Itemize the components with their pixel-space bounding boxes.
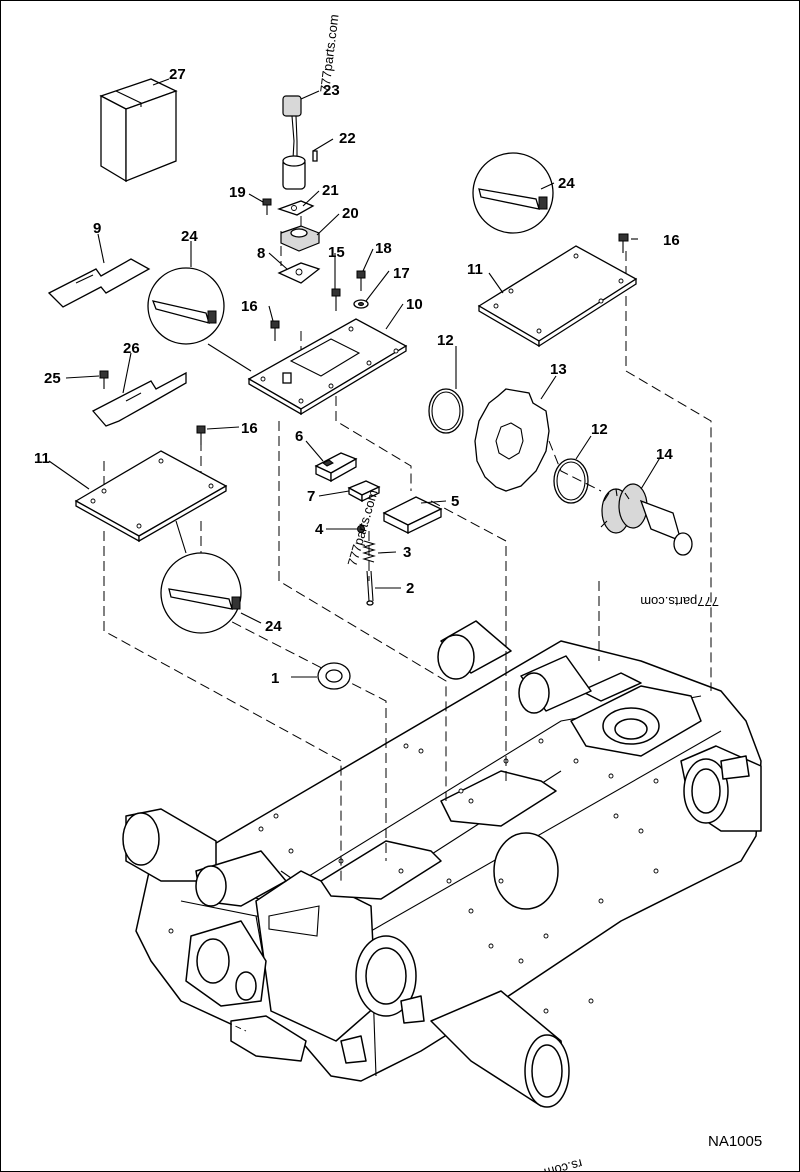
watermark: rs.com <box>543 1156 585 1172</box>
callout-1: 1 <box>271 670 279 687</box>
part-24-sealant-bottom <box>160 552 242 634</box>
callout-24: 24 <box>265 618 282 635</box>
figure-code: NA1005 <box>708 1133 762 1150</box>
callout-11: 11 <box>467 261 483 278</box>
part-10-cover-plate <box>247 318 408 416</box>
part-3-spring <box>362 540 376 563</box>
part-13-brake-disc <box>474 388 550 492</box>
callout-18: 18 <box>375 240 392 257</box>
part-12-snap-ring-right <box>553 458 589 504</box>
callout-11: 11 <box>34 450 50 467</box>
part-18-bolt <box>356 270 366 291</box>
callout-7: 7 <box>307 488 315 505</box>
part-2-pin <box>366 570 374 606</box>
callout-16: 16 <box>663 232 680 249</box>
callout-27: 27 <box>169 66 186 83</box>
callout-24: 24 <box>558 175 575 192</box>
part-24-sealant-left <box>147 267 225 345</box>
callout-5: 5 <box>451 493 459 510</box>
part-26-plate <box>91 371 187 427</box>
part-23-sensor-connector <box>282 95 302 160</box>
callout-15: 15 <box>328 244 345 261</box>
callout-2: 2 <box>406 580 414 597</box>
callout-labels: 27 23 22 19 21 20 8 15 18 17 16 10 9 24 … <box>34 66 680 687</box>
part-16-bolt-right <box>618 233 629 253</box>
part-5-block <box>382 496 443 535</box>
part-11-left-cover-plate <box>74 450 228 543</box>
callout-9: 9 <box>93 220 101 237</box>
part-19-bolt <box>262 198 272 215</box>
callout-12: 12 <box>591 421 608 438</box>
part-4-ball <box>357 525 365 533</box>
callout-20: 20 <box>342 205 359 222</box>
part-16-bolt-center <box>270 320 280 341</box>
callout-14: 14 <box>656 446 673 463</box>
callout-4: 4 <box>315 521 324 538</box>
callout-3: 3 <box>403 544 411 561</box>
part-25-bolt <box>99 370 109 389</box>
callout-6: 6 <box>295 428 303 445</box>
callout-22: 22 <box>339 130 356 147</box>
part-8-gasket <box>277 262 321 284</box>
part-11-right-cover-plate <box>477 245 638 348</box>
part-20-adapter <box>280 225 320 252</box>
callout-23: 23 <box>323 82 340 99</box>
part-21-gasket <box>277 200 315 216</box>
part-6-block <box>314 452 358 483</box>
callout-19: 19 <box>229 184 246 201</box>
part-14-sprocket-shaft <box>600 483 693 556</box>
part-22-sensor <box>282 150 318 190</box>
callout-16: 16 <box>241 298 258 315</box>
callout-25: 25 <box>44 370 61 387</box>
callout-8: 8 <box>257 245 265 262</box>
callout-24: 24 <box>181 228 198 245</box>
part-24-sealant-right <box>472 152 554 234</box>
callout-16: 16 <box>241 420 258 437</box>
watermark: 777parts.com <box>640 594 719 609</box>
callout-17: 17 <box>393 265 410 282</box>
part-7-block <box>347 480 381 503</box>
frame-holes <box>168 738 659 1014</box>
part-15-bolt <box>331 288 341 311</box>
callout-12: 12 <box>437 332 454 349</box>
part-1-seal <box>317 662 351 690</box>
part-27-box <box>99 78 178 183</box>
callout-13: 13 <box>550 361 567 378</box>
callout-21: 21 <box>322 182 339 199</box>
part-16-bolt-left <box>196 425 206 445</box>
part-17-washer <box>353 299 369 309</box>
main-frame <box>122 620 762 1108</box>
part-12-snap-ring-left <box>428 388 464 434</box>
callout-26: 26 <box>123 340 140 357</box>
part-9-bracket <box>47 258 151 308</box>
leader-lines <box>48 78 662 678</box>
callout-10: 10 <box>406 296 423 313</box>
